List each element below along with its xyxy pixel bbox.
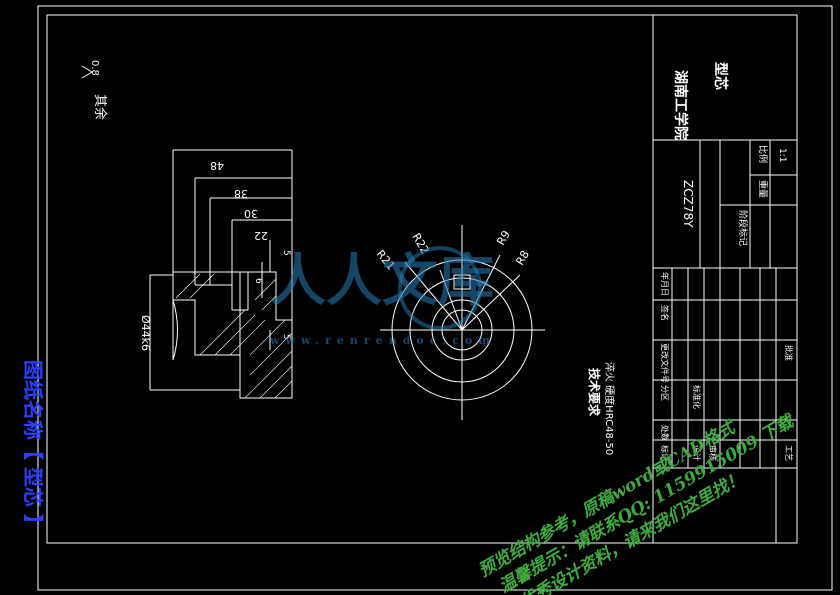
outer-border (37, 5, 833, 591)
tech-requirements: 技术要求 淬火 硬度HRC48-50 (587, 362, 616, 455)
dim-30: 30 (244, 207, 258, 220)
col-header-0: 标记 (660, 445, 670, 461)
dim-6: 6 (253, 278, 263, 284)
roughness-note: 其余 0.8 (81, 60, 108, 120)
col-header-3: 更改文件号 (660, 343, 670, 383)
design-label: 设计 (692, 445, 702, 461)
stage-label: 阶段标记 (737, 210, 749, 246)
title-block-text: 湖南工学院 型芯 ZCZ78Y 比例 1:1 重量 阶段标记 标记 处数 分区 … (660, 62, 794, 461)
tech-heading: 技术要求 (587, 368, 602, 417)
dim-38: 38 (234, 187, 248, 200)
weight-label: 重量 (757, 180, 769, 198)
review-label: 审核 (708, 445, 718, 461)
scale-value: 1:1 (777, 148, 787, 162)
col-header-2: 分区 (660, 385, 669, 401)
drawing-number: ZCZ78Y (681, 180, 695, 228)
section-view (149, 149, 293, 399)
dim-48: 48 (210, 159, 224, 172)
process-label: 工艺 (784, 445, 793, 461)
col-header-4: 签名 (660, 305, 670, 321)
watermark: 人人文库 www.renrendoc.com (269, 246, 496, 347)
radius-r9: R9 (494, 228, 513, 247)
col-header-1: 处数 (660, 425, 670, 441)
standard-label: 标准化 (692, 385, 702, 409)
roughness-label: 其余 (92, 94, 108, 120)
dim-22: 22 (254, 229, 268, 242)
end-view (380, 225, 545, 420)
dim-diameter: Ø44k6 (139, 315, 152, 351)
dim-5-top: 5 (281, 250, 291, 256)
school-name: 湖南工学院 (672, 70, 689, 140)
approve-label: 批准 (784, 345, 794, 361)
section-dimensions: 48 38 30 22 5 6 5 Ø44k6 (139, 159, 291, 351)
tech-line1: 淬火 硬度HRC48-50 (603, 362, 616, 455)
roughness-symbol-icon (81, 65, 93, 79)
scale-label: 比例 (757, 145, 769, 163)
roughness-value: 0.8 (89, 60, 100, 76)
dim-5-bottom: 5 (281, 334, 291, 340)
promo-line2: 温馨提示：请联系QQ: 1159915009 下载 (496, 410, 800, 595)
title-block (652, 14, 798, 544)
watermark-url: www.renrendoc.com (269, 334, 496, 347)
radius-r8: R8 (513, 248, 532, 267)
watermark-logo-icon (398, 246, 482, 330)
col-header-5: 年月日 (660, 272, 670, 296)
part-name: 型芯 (712, 62, 729, 90)
sidebar-title: 图纸名称【 型芯 】 (21, 360, 45, 534)
watermark-brand: 人人文库 (270, 248, 494, 314)
